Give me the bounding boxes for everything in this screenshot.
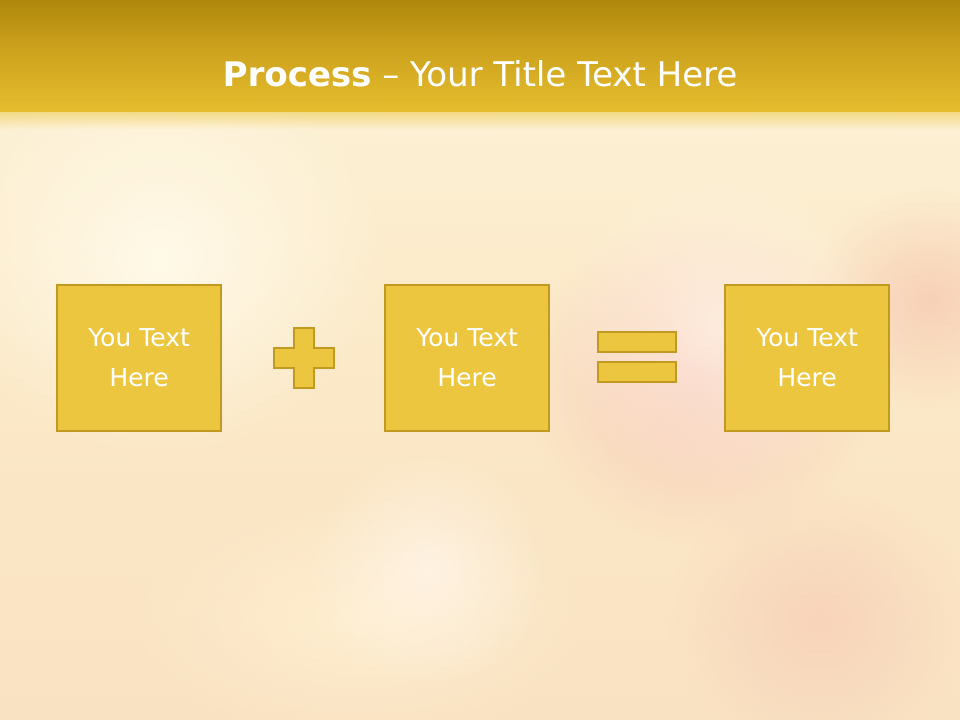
plus-icon <box>273 327 335 389</box>
process-box-2[interactable]: You Text Here <box>384 284 550 432</box>
slide-title: Process – Your Title Text Here <box>0 52 960 98</box>
title-bold-text: Process <box>222 55 372 95</box>
process-box-1[interactable]: You Text Here <box>56 284 222 432</box>
title-bar <box>0 0 960 112</box>
title-rest-text: Your Title Text Here <box>410 55 738 95</box>
title-bar-shadow <box>0 112 960 130</box>
title-dash: – <box>371 55 411 95</box>
equals-icon <box>597 331 677 383</box>
process-box-result[interactable]: You Text Here <box>724 284 890 432</box>
flower-blur <box>300 460 560 680</box>
